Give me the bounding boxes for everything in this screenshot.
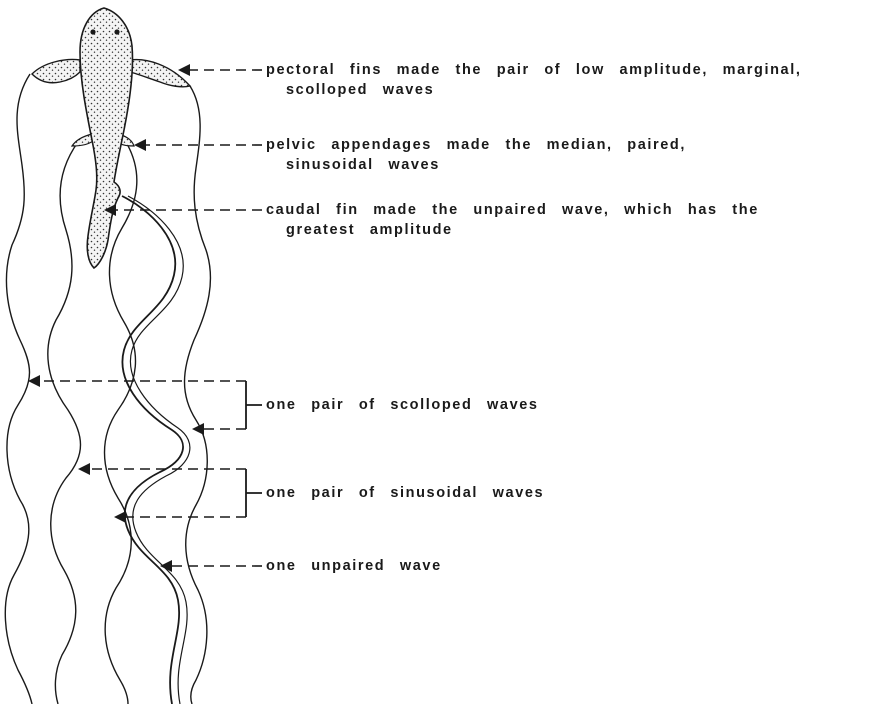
sinusoidal-upper-arrowhead-icon [78, 463, 90, 475]
scalloped-upper-arrowhead-icon [28, 375, 40, 387]
sinusoidal-lower-arrowhead-icon [114, 511, 126, 523]
unpaired-wave-outline [127, 195, 191, 704]
caudal-arrowhead-icon [104, 204, 116, 216]
pectoral-annotation-line2: scolloped waves [286, 82, 435, 98]
fish-eye-left [90, 29, 96, 35]
sinusoidal-bracket [245, 469, 262, 517]
fish-torso [79, 7, 134, 270]
right-sinusoidal-wave [103, 141, 138, 704]
pectoral-annotation-line1: pectoral fins made the pair of low ampli… [266, 62, 802, 78]
pectoral-arrowhead-icon [178, 64, 190, 76]
fish-body [31, 7, 192, 270]
left-scalloped-wave [4, 73, 33, 704]
pelvic-arrowhead-icon [134, 139, 146, 151]
left-sinusoidal-wave [47, 141, 82, 704]
unpaired-wave-label: one unpaired wave [266, 558, 442, 574]
caudal-annotation-line2: greatest amplitude [286, 222, 453, 238]
fish-eye-right [114, 29, 120, 35]
pelvic-annotation-line1: pelvic appendages made the median, paire… [266, 137, 687, 153]
left-pectoral-fin [31, 58, 81, 84]
scalloped-pair-label: one pair of scolloped waves [266, 397, 539, 413]
unpaired-arrowhead-icon [160, 560, 172, 572]
right-pectoral-fin [129, 58, 192, 88]
unpaired-wave [121, 195, 184, 704]
caudal-annotation: caudal fin made the unpaired wave, which… [266, 200, 759, 240]
scalloped-bracket [245, 381, 262, 429]
caudal-annotation-line1: caudal fin made the unpaired wave, which… [266, 202, 759, 218]
pelvic-annotation: pelvic appendages made the median, paire… [266, 135, 686, 175]
pectoral-annotation: pectoral fins made the pair of low ampli… [266, 60, 801, 100]
pelvic-annotation-line2: sinusoidal waves [286, 157, 440, 173]
sinusoidal-pair-label: one pair of sinusoidal waves [266, 485, 545, 501]
left-pelvic-fin [70, 133, 95, 147]
scalloped-lower-arrowhead-icon [192, 423, 204, 435]
right-scalloped-wave [183, 85, 212, 704]
